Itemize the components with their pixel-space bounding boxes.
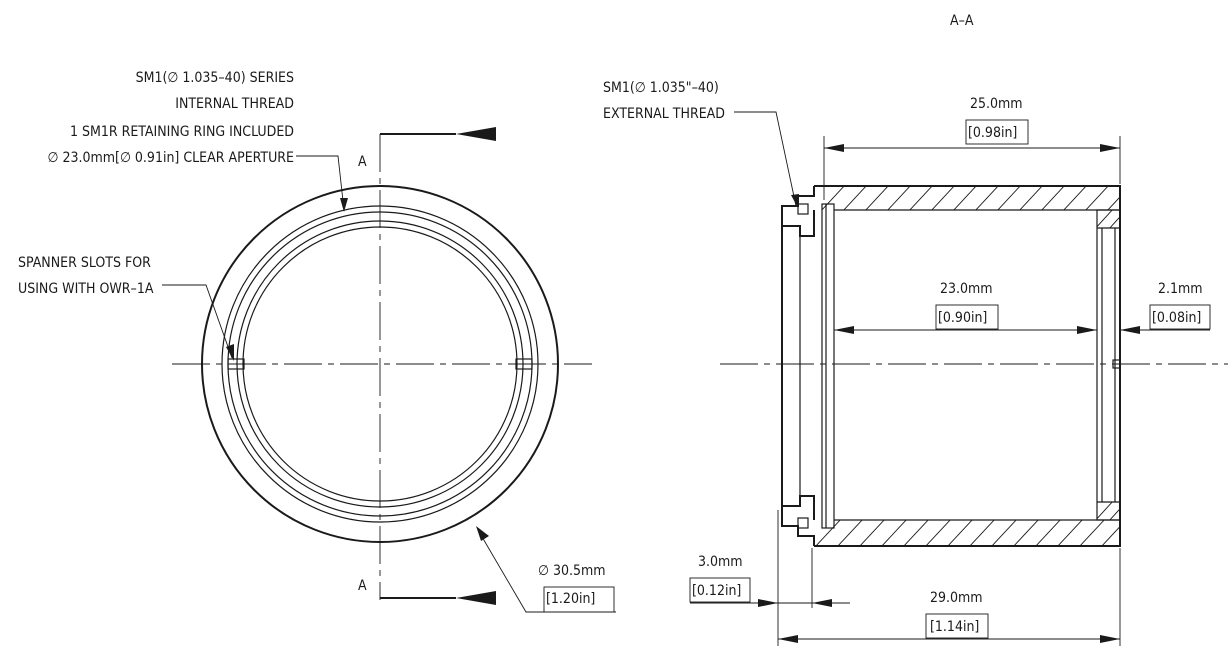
thread-note-leader bbox=[296, 155, 345, 211]
thread-note-leader-arrow bbox=[340, 198, 348, 212]
ext-thread-leader bbox=[734, 111, 797, 207]
hatch-rear-ring-top bbox=[1097, 210, 1120, 228]
body-outline bbox=[814, 185, 1121, 547]
hatch-rear-ring-bottom bbox=[1097, 502, 1120, 520]
spanner-slot-right bbox=[515, 358, 533, 370]
dim23-mm: 23.0mm bbox=[940, 281, 993, 297]
dim25-arrow-left bbox=[824, 144, 844, 152]
dim3-in: [0.12in] bbox=[692, 583, 741, 599]
dim23-box bbox=[935, 304, 999, 330]
dim21-mm: 2.1mm bbox=[1158, 281, 1203, 297]
dim21-box bbox=[1149, 304, 1211, 330]
retaining-ring-inner bbox=[242, 226, 518, 502]
thread-circle-outer bbox=[221, 205, 539, 523]
dim3-arrow-right bbox=[812, 599, 832, 607]
spanner-note-leader-arrow bbox=[226, 344, 234, 361]
dim29-arrow-right bbox=[1100, 635, 1120, 643]
dim25-mm: 25.0mm bbox=[970, 96, 1023, 112]
retaining-ring-outer bbox=[236, 220, 524, 508]
spanner-slot-left bbox=[227, 358, 245, 370]
hatch-top-wall bbox=[821, 186, 1120, 210]
outer-diameter-leader-arrow bbox=[476, 526, 489, 541]
dim3-mm: 3.0mm bbox=[698, 554, 743, 570]
section-arrow-top-head bbox=[456, 127, 496, 141]
dim29-box bbox=[925, 613, 989, 639]
spanner-note-line-1: SPANNER SLOTS FOR bbox=[18, 255, 151, 271]
section-marker-top: A bbox=[358, 154, 367, 170]
dim23-in: [0.90in] bbox=[938, 310, 987, 326]
outer-diameter-box bbox=[543, 586, 615, 613]
dim25-box bbox=[965, 119, 1029, 145]
thread-note-line-3: 1 SM1R RETAINING RING INCLUDED bbox=[70, 124, 294, 140]
thread-notch-top bbox=[797, 203, 809, 215]
dim21-arrow bbox=[1120, 326, 1140, 334]
outer-diameter-mm: ∅ 30.5mm bbox=[538, 563, 606, 579]
section-view: SM1(∅ 1.035"–40) EXTERNAL THREAD 25.0mm … bbox=[603, 80, 1228, 646]
section-marker-bottom: A bbox=[358, 578, 367, 594]
ext-thread-leader-arrow bbox=[791, 194, 799, 208]
section-arrow-bottom-head bbox=[456, 591, 496, 605]
spanner-note-line-2: USING WITH OWR–1A bbox=[18, 281, 154, 297]
spanner-note-leader bbox=[162, 284, 233, 359]
outer-circle bbox=[201, 185, 559, 543]
thread-note-line-1: SM1(∅ 1.035–40) SERIES bbox=[136, 70, 294, 86]
rear-ring-slot bbox=[1112, 359, 1121, 369]
dim23-arrow-right bbox=[1077, 326, 1097, 334]
hatch-bottom-wall bbox=[815, 520, 1120, 546]
dim29-in: [1.14in] bbox=[930, 619, 979, 635]
thread-note-line-2: INTERNAL THREAD bbox=[175, 96, 294, 112]
flange-bottom bbox=[781, 495, 815, 546]
rear-retaining-ring bbox=[1096, 209, 1121, 521]
dim25-arrow-right bbox=[1100, 144, 1120, 152]
section-title: A–A bbox=[950, 13, 974, 29]
outer-diameter-in: [1.20in] bbox=[546, 591, 595, 607]
dim23-arrow-left bbox=[834, 326, 854, 334]
flange-top bbox=[781, 186, 815, 237]
dim25-in: [0.98in] bbox=[968, 125, 1017, 141]
ext-thread-note-line-2: EXTERNAL THREAD bbox=[603, 106, 725, 122]
thread-notch-bottom bbox=[797, 517, 809, 529]
thread-note-line-4: ∅ 23.0mm[∅ 0.91in] CLEAR APERTURE bbox=[47, 150, 294, 166]
front-view: A A SM1(∅ 1.035–40) SERIES INTERNAL THRE… bbox=[18, 70, 616, 613]
dim29-mm: 29.0mm bbox=[930, 590, 983, 606]
dim21-in: [0.08in] bbox=[1152, 310, 1201, 326]
front-retaining-ring bbox=[821, 203, 835, 529]
dim3-arrow-left bbox=[758, 599, 778, 607]
dim3-box bbox=[689, 577, 751, 603]
ext-thread-note-line-1: SM1(∅ 1.035"–40) bbox=[603, 80, 719, 96]
dim29-arrow-left bbox=[778, 635, 798, 643]
